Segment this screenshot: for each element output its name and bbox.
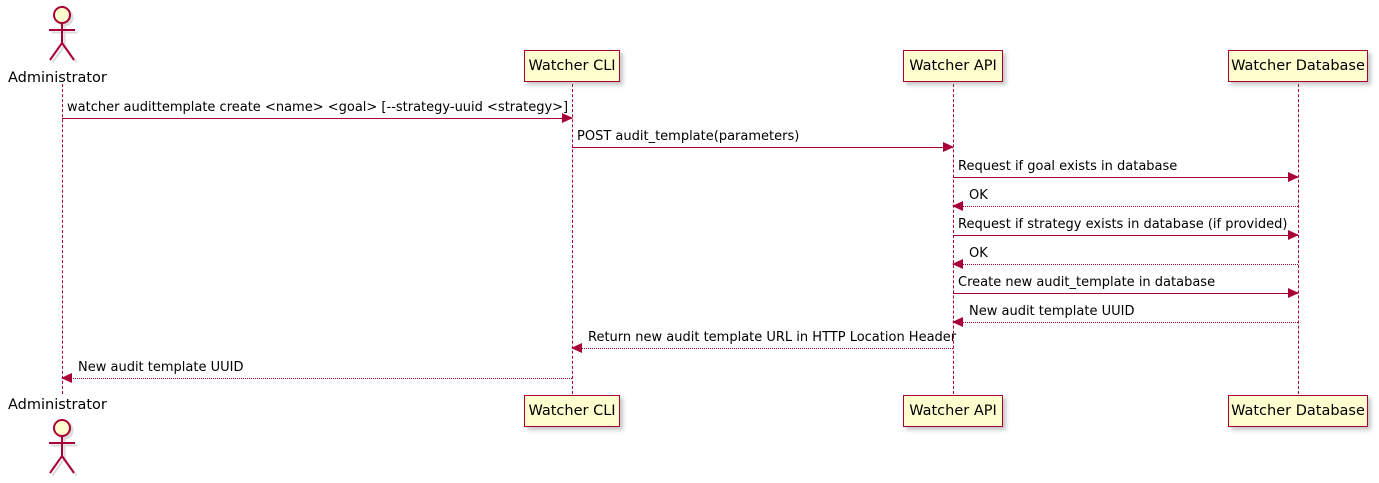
arrow-head	[1288, 288, 1299, 298]
lifeline-administrator	[62, 84, 63, 394]
message-label: OK	[969, 246, 988, 261]
message-line	[953, 235, 1298, 236]
actor-administrator-bottom	[42, 418, 82, 477]
message-label: New audit template UUID	[969, 304, 1135, 319]
message-line	[62, 118, 572, 119]
actor-label-administrator-bottom: Administrator	[8, 397, 107, 413]
message-label: watcher audittemplate create <name> <goa…	[67, 100, 569, 115]
message-line	[953, 206, 1298, 207]
participant-box-watcher-cli-top: Watcher CLI	[524, 50, 620, 82]
message-label: Return new audit template URL in HTTP Lo…	[588, 330, 957, 345]
message-line	[572, 147, 953, 148]
actor-label-administrator-top: Administrator	[8, 70, 107, 86]
participant-name: Watcher CLI	[528, 57, 616, 74]
participant-box-watcher-db-top: Watcher Database	[1228, 50, 1368, 82]
message-label: POST audit_template(parameters)	[577, 129, 800, 144]
participant-box-watcher-db-bottom: Watcher Database	[1228, 395, 1368, 427]
message-line	[953, 293, 1298, 294]
participant-name: Watcher API	[909, 402, 997, 419]
participant-box-watcher-api-bottom: Watcher API	[903, 395, 1003, 427]
message-line	[953, 322, 1298, 323]
message-line	[953, 177, 1298, 178]
message-label: OK	[969, 188, 988, 203]
arrow-head	[1288, 172, 1299, 182]
lifeline-watcher-api	[953, 84, 954, 394]
participant-name: Watcher Database	[1231, 402, 1365, 419]
actor-administrator-top	[42, 5, 82, 64]
arrow-head	[1288, 230, 1299, 240]
message-label: New audit template UUID	[78, 360, 244, 375]
message-line	[953, 264, 1298, 265]
message-line	[62, 378, 572, 379]
message-line	[572, 348, 953, 349]
arrow-head	[952, 259, 963, 269]
arrow-head	[952, 317, 963, 327]
participant-name: Watcher API	[909, 57, 997, 74]
arrow-head	[562, 113, 573, 123]
arrow-head	[943, 142, 954, 152]
participant-name: Watcher CLI	[528, 402, 616, 419]
arrow-head	[61, 373, 72, 383]
message-label: Request if goal exists in database	[958, 159, 1178, 174]
participant-name: Watcher Database	[1231, 57, 1365, 74]
arrow-head	[952, 201, 963, 211]
participant-box-watcher-cli-bottom: Watcher CLI	[524, 395, 620, 427]
message-label: Create new audit_template in database	[958, 275, 1216, 290]
participant-box-watcher-api-top: Watcher API	[903, 50, 1003, 82]
lifeline-watcher-cli	[572, 84, 573, 394]
message-label: Request if strategy exists in database (…	[958, 217, 1288, 232]
arrow-head	[571, 343, 582, 353]
